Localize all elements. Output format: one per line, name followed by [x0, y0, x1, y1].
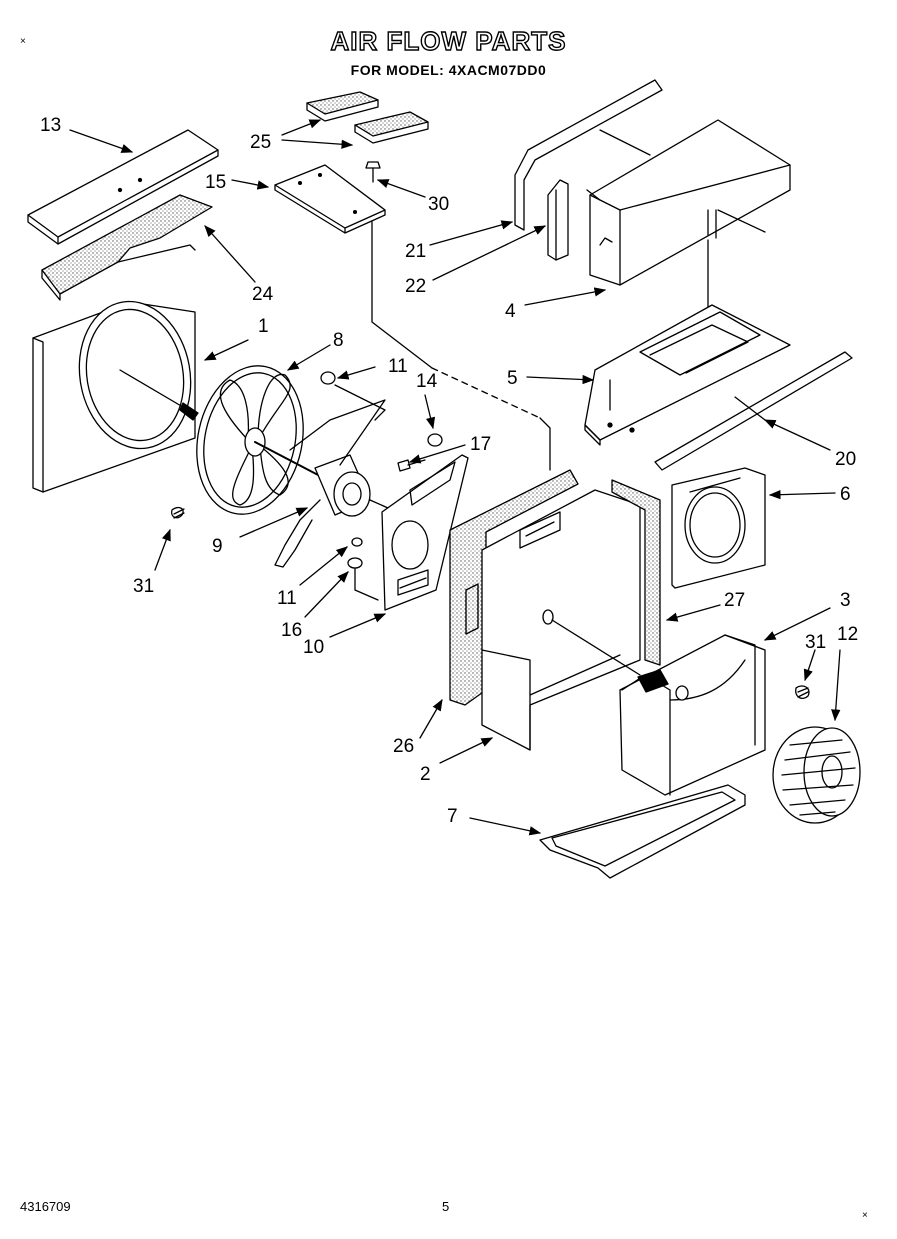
part-27-seal [611, 479, 661, 666]
part-12-blower-wheel [772, 726, 861, 824]
part-24-lower-panel [41, 194, 213, 301]
callout-21: 21 [405, 241, 426, 262]
part-25-filters [306, 91, 429, 144]
callout-10: 10 [303, 637, 324, 658]
callout-5: 5 [507, 368, 518, 389]
document-number: 4316709 [20, 1199, 71, 1214]
callout-14: 14 [416, 371, 438, 392]
callout-22: 22 [405, 276, 426, 297]
part-6-orifice-panel [671, 467, 766, 589]
part-10-motor-bracket [381, 454, 469, 611]
page-number: 5 [442, 1199, 450, 1214]
callout-7: 7 [447, 806, 458, 827]
part-5-base-pan [584, 304, 791, 446]
part-9-motor [254, 399, 389, 568]
part-4-top-cover [589, 119, 791, 286]
part-15-plate [274, 164, 386, 234]
part-7-gasket [539, 784, 746, 879]
model-subtitle: FOR MODEL: 4XACM07DD0 [350, 62, 547, 78]
part-22-bracket [547, 179, 569, 261]
callout-8: 8 [333, 330, 344, 351]
part-3-blower-housing [529, 634, 766, 796]
part-31-spring [795, 685, 810, 699]
callout-2: 2 [420, 764, 431, 785]
part-16-washer [347, 557, 379, 601]
part-30-screw [365, 161, 381, 183]
callout-16: 16 [281, 620, 302, 641]
corner-mark: × [862, 1210, 868, 1221]
callout-31: 31 [805, 632, 826, 653]
callout-1: 1 [258, 316, 269, 337]
callout-11: 11 [277, 588, 297, 609]
callout-6: 6 [840, 484, 851, 505]
callout-4: 4 [505, 301, 516, 322]
callout-12: 12 [837, 624, 858, 645]
corner-mark: × [20, 36, 26, 47]
part-21-rail [514, 79, 663, 231]
callout-25: 25 [250, 132, 271, 153]
callout-24: 24 [252, 284, 274, 305]
part-31-spring [171, 506, 185, 519]
part-14-grommet [427, 433, 443, 447]
callout-17: 17 [470, 434, 491, 455]
part-8-fan-blade [196, 365, 304, 515]
callout-27: 27 [724, 590, 745, 611]
callout-13: 13 [40, 115, 61, 136]
callout-31: 31 [133, 576, 154, 597]
callout-30: 30 [428, 194, 449, 215]
part-2-partition [465, 489, 641, 751]
page-title: AIR FLOW PARTS [330, 25, 567, 56]
callout-11: 11 [388, 356, 408, 377]
callout-arrows [69, 119, 841, 836]
part-11-nut [320, 371, 363, 547]
part-13-top-panel [27, 129, 219, 245]
callout-20: 20 [835, 449, 856, 470]
callout-3: 3 [840, 590, 851, 611]
callout-26: 26 [393, 736, 414, 757]
callout-9: 9 [212, 536, 223, 557]
callout-labels: 13 25 15 30 21 22 4 24 1 8 11 14 5 17 20… [40, 115, 858, 827]
part-1-front-grille [32, 300, 199, 493]
callout-15: 15 [205, 172, 226, 193]
